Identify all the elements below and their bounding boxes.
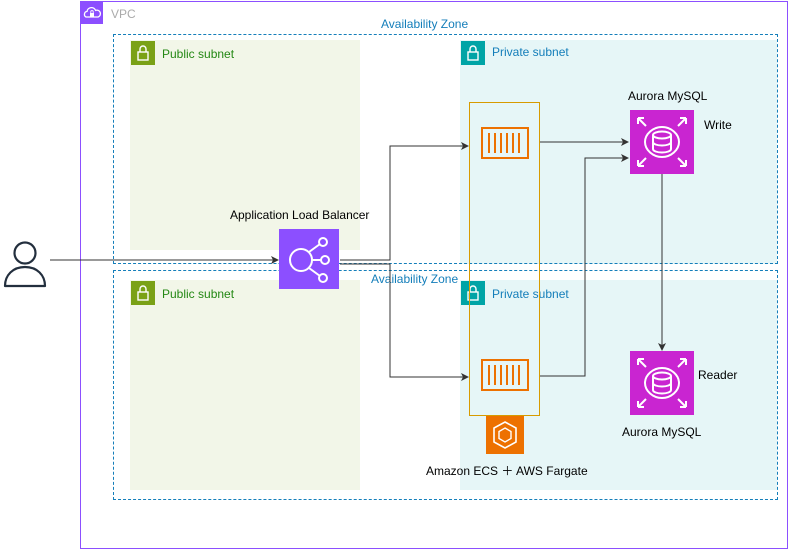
alb-to-container-1-connector [340,142,469,261]
public-subnet-1 [130,40,360,250]
ecs-icon [486,416,524,454]
aurora-reader-role-label: Reader [698,368,738,382]
public-subnet-2-label: Public subnet [162,287,235,301]
container-icon [481,127,529,159]
private-subnet-1-label: Private subnet [492,45,569,59]
load-balancer-icon [279,229,339,289]
public-subnet-1-lock-icon [131,41,155,65]
aurora-reader-icon [630,351,694,415]
container-icon [481,359,529,391]
availability-zone-1 [113,34,778,264]
public-subnet-2 [130,280,360,490]
aurora-reader-label: Aurora MySQL [622,425,702,439]
private-subnet-2-lock-icon [461,281,485,305]
availability-zone-1-label: Availability Zone [381,17,469,31]
alb-to-container-2-connector [340,263,469,381]
availability-zone-2-label: Availability Zone [371,272,459,286]
public-subnet-1-label: Public subnet [162,47,235,61]
aurora-writer-role-label: Write [704,118,732,132]
vpc-label: VPC [111,7,136,21]
user-icon [3,241,47,288]
aurora-writer-label: Aurora MySQL [628,89,708,103]
alb-label: Application Load Balancer [230,208,370,222]
aurora-writer-icon [630,110,694,174]
container-2-to-writer-connector [540,154,629,377]
private-subnet-1-lock-icon [461,41,485,65]
ecs-fargate-label: Amazon ECS ＋ AWS Fargate [426,464,588,478]
public-subnet-2-lock-icon [131,281,155,305]
vpc-boundary [80,1,788,549]
vpc-cloud-lock-icon [81,2,103,24]
ecs-service-group [469,102,540,416]
availability-zone-2 [113,270,778,500]
private-subnet-2-label: Private subnet [492,287,569,301]
